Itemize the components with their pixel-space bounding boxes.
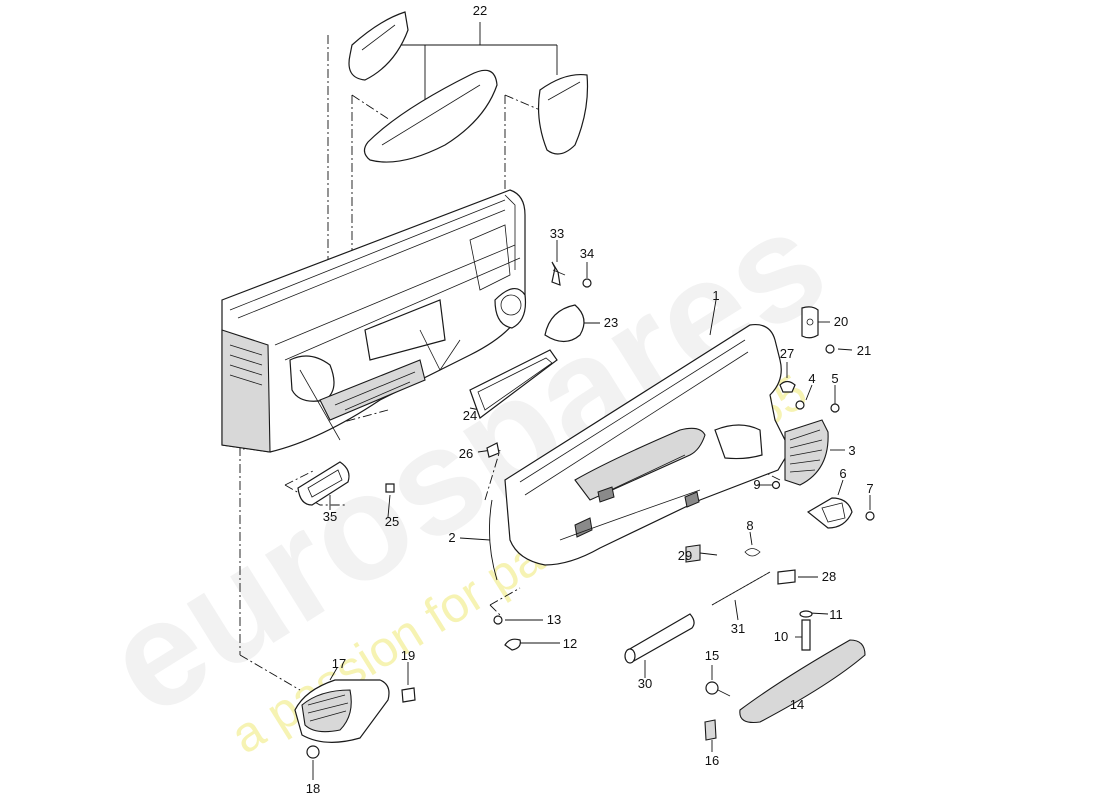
callout-30: 30	[638, 676, 652, 691]
callout-13: 13	[547, 612, 561, 627]
part-15-screw	[705, 681, 731, 697]
part-27-cap	[779, 380, 796, 393]
part-20-clip	[801, 306, 819, 339]
part-13-screw	[493, 615, 503, 625]
callout-3: 3	[848, 443, 855, 458]
part-14-armrest	[739, 639, 866, 724]
callout-25: 25	[385, 514, 399, 529]
callout-24: 24	[463, 408, 477, 423]
callout-29: 29	[678, 548, 692, 563]
callout-20: 20	[834, 314, 848, 329]
part-9-screw	[771, 480, 781, 490]
part-24-pocket-frame	[469, 349, 558, 419]
part-33-bracket	[551, 261, 566, 286]
part-2-seal-strip	[488, 499, 498, 581]
callout-14: 14	[790, 697, 804, 712]
callout-7: 7	[866, 481, 873, 496]
window-foils	[348, 11, 589, 163]
callout-26: 26	[459, 446, 473, 461]
callout-6: 6	[839, 466, 846, 481]
callout-17: 17	[332, 656, 346, 671]
callout-8: 8	[746, 518, 753, 533]
part-19-clip	[401, 687, 416, 703]
part-23-speaker-cover	[544, 304, 585, 343]
door-frame	[221, 189, 527, 453]
callout-5: 5	[831, 371, 838, 386]
part-5-screw	[830, 403, 840, 413]
part-12-cover	[504, 638, 521, 651]
callout-33: 33	[550, 226, 564, 241]
part-16-clip	[704, 719, 717, 741]
callout-19: 19	[401, 648, 415, 663]
part-29-clip	[685, 544, 701, 563]
callout-11: 11	[829, 607, 843, 622]
part-30-tube	[624, 613, 695, 664]
callout-4: 4	[808, 371, 815, 386]
part-10-pin	[801, 619, 811, 651]
callout-28: 28	[822, 569, 836, 584]
callout-18: 18	[306, 781, 320, 796]
callout-34: 34	[580, 246, 594, 261]
part-25-screw	[385, 483, 395, 493]
callout-35: 35	[323, 509, 337, 524]
part-8-clip	[744, 548, 761, 557]
part-1-door-panel	[504, 323, 791, 566]
callout-1: 1	[712, 288, 719, 303]
part-21-screw	[825, 344, 835, 354]
callout-23: 23	[604, 315, 618, 330]
part-4-screw	[795, 400, 805, 410]
callout-22: 22	[473, 3, 487, 18]
callout-9: 9	[753, 477, 760, 492]
part-11-washer	[799, 610, 813, 618]
callout-12: 12	[563, 636, 577, 651]
part-7-screw	[865, 511, 875, 521]
callout-27: 27	[780, 346, 794, 361]
part-35-handle-housing	[297, 461, 350, 506]
part-34-screw	[582, 278, 592, 288]
callout-16: 16	[705, 753, 719, 768]
part-17-speaker-housing	[294, 679, 390, 743]
part-3-speaker-grille	[784, 419, 829, 486]
callout-10: 10	[774, 629, 788, 644]
part-6-handle-bezel	[806, 497, 853, 529]
callout-31: 31	[731, 621, 745, 636]
callout-2: 2	[448, 530, 455, 545]
part-28-plug	[777, 569, 796, 585]
part-18-screw	[306, 745, 320, 759]
callout-15: 15	[705, 648, 719, 663]
callout-21: 21	[857, 343, 871, 358]
part-31-spring	[711, 571, 771, 606]
part-26-screw	[486, 442, 500, 458]
